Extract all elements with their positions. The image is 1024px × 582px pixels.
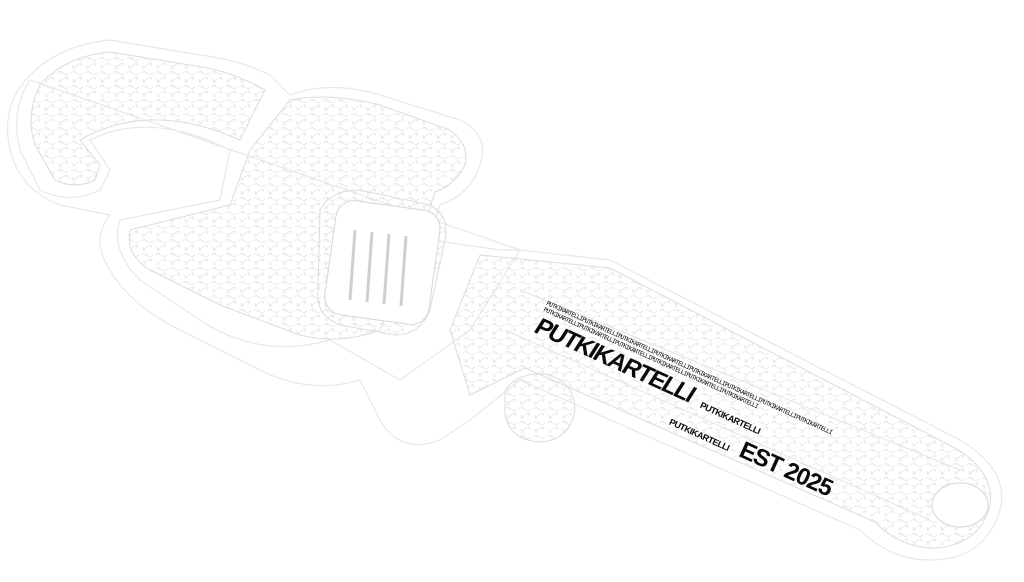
sticker-canvas: PUTKIKARTELLIPUTKIKARTELLIPUTKIKARTELLIP… (6, 39, 1003, 561)
pipe-wrench-icon (6, 39, 1003, 561)
